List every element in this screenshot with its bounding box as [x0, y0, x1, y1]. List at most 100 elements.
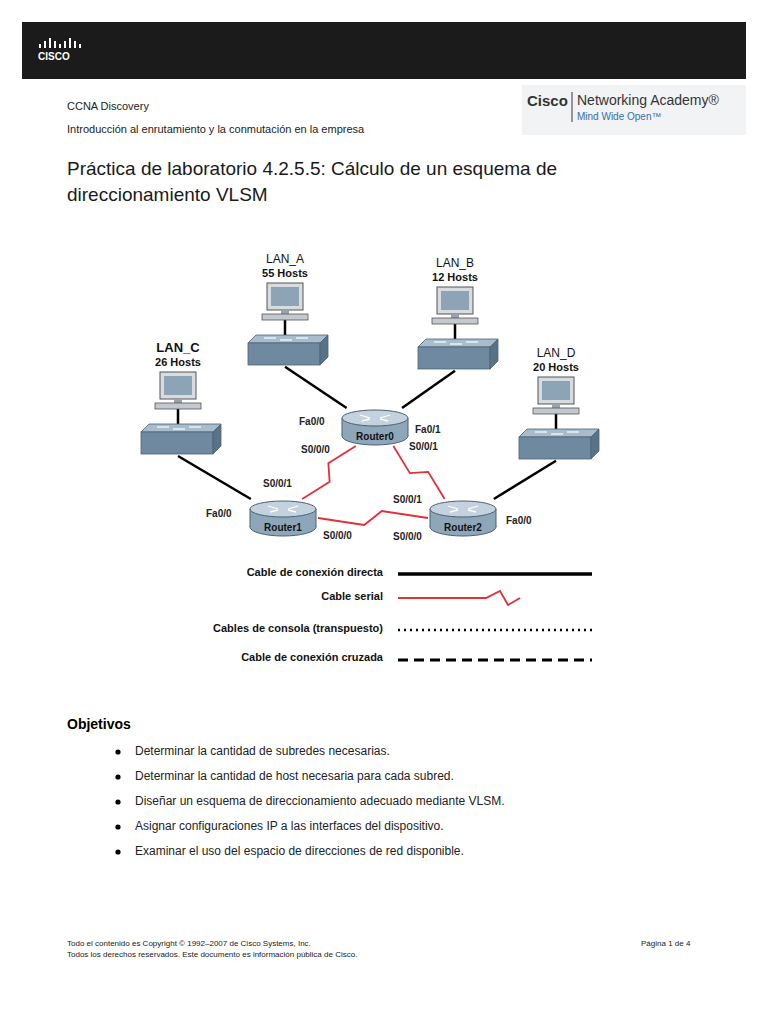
switch-arrow: [551, 433, 563, 434]
router-top: [250, 501, 316, 517]
lan-name: LAN_C: [156, 340, 199, 356]
lan-cable: [284, 319, 287, 337]
lan-cable: [454, 323, 457, 341]
lan-cable: [555, 413, 558, 431]
pc-and-switch-icon: [511, 375, 601, 461]
ethernet-cable: [285, 367, 347, 408]
lan-node: LAN_C26 Hosts: [130, 340, 226, 456]
interface-label: Fa0/1: [414, 424, 442, 436]
academy-logo-divider: [571, 92, 572, 122]
footer-copyright: Todo el contenido es Copyright © 1992–20…: [67, 939, 311, 949]
router-arrow: [362, 419, 370, 421]
switch-arrow: [567, 431, 579, 432]
cisco-logo-text: CISCO: [38, 51, 70, 63]
router-arrow: [270, 510, 278, 512]
pc-keyboard: [432, 318, 478, 324]
router-edge: [250, 509, 251, 527]
legend-samples: [398, 574, 592, 660]
switch-top: [141, 424, 221, 432]
page-title: Práctica de laboratorio 4.2.5.5: Cálculo…: [67, 156, 572, 208]
router-node: Router1: [248, 499, 318, 537]
interface-label: S0/0/1: [392, 494, 423, 506]
router-node: Router2: [428, 499, 498, 537]
router-name: Router1: [264, 522, 302, 535]
switch-arrow: [434, 341, 446, 342]
router-top: [430, 501, 496, 517]
ethernet-cable: [494, 461, 556, 499]
lan-node: LAN_A55 Hosts: [237, 252, 333, 367]
lan-node: LAN_D20 Hosts: [508, 346, 604, 461]
interface-label: S0/0/1: [262, 478, 293, 490]
pc-stand: [281, 310, 289, 314]
switch-body: [519, 437, 591, 459]
lan-node: LAN_B12 Hosts: [407, 256, 503, 371]
router-arrow: [468, 506, 478, 509]
switch-body: [141, 432, 213, 454]
switch-side: [320, 335, 328, 365]
serial-cable: [318, 511, 428, 525]
pc-keyboard: [155, 403, 201, 409]
section-heading: Objetivos: [67, 716, 131, 733]
pc-screen: [164, 376, 192, 395]
academy-logo-cisco: Cisco: [527, 92, 568, 110]
router-arrow: [380, 415, 390, 418]
switch-arrow: [189, 426, 201, 427]
switch-top: [248, 335, 328, 343]
host-count: 26 Hosts: [155, 356, 201, 370]
course-name: CCNA Discovery: [67, 100, 149, 113]
pc-monitor: [538, 377, 574, 404]
interface-label: Fa0/0: [298, 416, 326, 428]
host-count: 12 Hosts: [432, 271, 478, 285]
router-edge: [408, 418, 409, 436]
router-edge: [496, 509, 497, 527]
interface-label: Fa0/0: [205, 508, 233, 520]
host-count: 20 Hosts: [533, 361, 579, 375]
pc-stand: [552, 404, 560, 408]
lan-name: LAN_D: [537, 346, 576, 361]
switch-arrow: [466, 341, 478, 342]
pc-stand: [174, 399, 182, 403]
serial-cable-sample: [398, 591, 520, 605]
lan-name: LAN_A: [266, 252, 304, 267]
router-name: Router0: [356, 431, 394, 444]
ethernet-cable: [178, 456, 251, 499]
pc-and-switch-icon: [240, 281, 330, 367]
switch-arrow: [173, 428, 185, 429]
academy-logo-name: Networking Academy®: [577, 92, 719, 109]
pc-keyboard: [533, 408, 579, 414]
interface-label: S0/0/0: [322, 530, 353, 542]
crossover-cable-sample: [398, 659, 592, 662]
academy-logo-tagline: Mind Wide Open™: [577, 111, 661, 123]
ethernet-cable: [402, 371, 455, 408]
pc-and-switch-icon: [133, 370, 223, 456]
pc-keyboard: [262, 314, 308, 320]
switch-arrow: [264, 337, 276, 338]
switch-side: [591, 429, 599, 459]
pc-screen: [271, 287, 299, 306]
router-name: Router2: [444, 522, 482, 535]
switch-arrow: [280, 339, 292, 340]
pc-and-switch-icon: [410, 285, 500, 371]
pc-monitor: [267, 283, 303, 310]
pc-screen: [542, 381, 570, 400]
objective-item: Diseñar un esquema de direccionamiento a…: [135, 794, 505, 808]
router-arrow: [288, 510, 296, 512]
switch-side: [490, 339, 498, 369]
course-subtitle: Introducción al enrutamiento y la conmut…: [67, 123, 364, 136]
lan-name: LAN_B: [436, 256, 474, 271]
pc-monitor: [160, 372, 196, 399]
router-top: [342, 410, 408, 426]
direct-cable-sample: [398, 572, 592, 576]
pc-monitor: [437, 287, 473, 314]
interface-label: S0/0/1: [408, 441, 439, 453]
router-arrow: [450, 510, 458, 512]
switch-arrow: [535, 431, 547, 432]
router-node: Router0: [340, 408, 410, 446]
router-arrow: [448, 506, 458, 509]
objective-item: Determinar la cantidad de host necesaria…: [135, 769, 454, 783]
page-number: Página 1 de 4: [641, 939, 690, 949]
serial-cable: [393, 446, 444, 499]
pc-screen: [441, 291, 469, 310]
objective-item: Determinar la cantidad de subredes neces…: [135, 744, 390, 758]
console-cable-sample: [398, 629, 592, 632]
